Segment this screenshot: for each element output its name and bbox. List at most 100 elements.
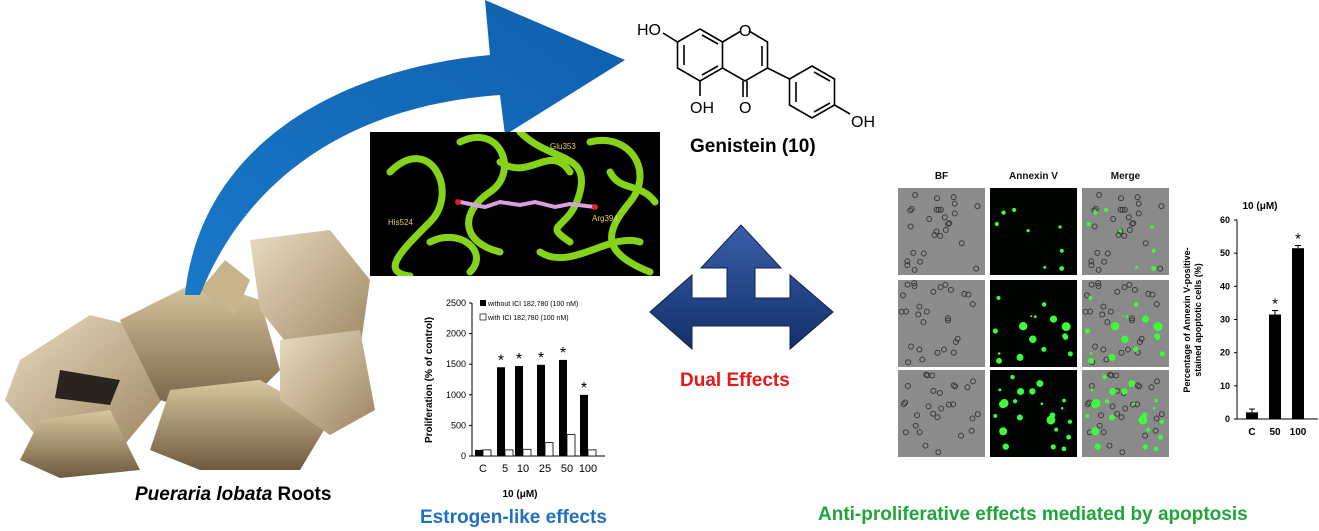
- apoptotic-cell: [1088, 295, 1093, 300]
- apoptotic-cell: [1133, 302, 1139, 307]
- apoptotic-cell: [1061, 322, 1071, 332]
- bar-with-ici: [522, 448, 532, 457]
- cell: [1145, 290, 1152, 297]
- cell: [950, 401, 957, 408]
- chart-title: 10 (μM): [1242, 201, 1277, 212]
- x-tick-label: 100: [1290, 427, 1307, 438]
- cell: [925, 403, 932, 410]
- cell: [934, 414, 941, 421]
- apoptotic-cell: [1150, 225, 1154, 229]
- cell: [907, 207, 914, 214]
- cell: [1136, 338, 1143, 345]
- legend-label-with: with ICI 182,780 (100 nM): [487, 315, 569, 322]
- apoptotic-cell: [1109, 387, 1117, 396]
- apoptotic-cell: [1084, 328, 1090, 334]
- apoptotic-cell: [1159, 351, 1165, 357]
- apoptotic-cell: [1132, 402, 1136, 406]
- cell: [1126, 226, 1133, 233]
- cell: [946, 220, 953, 227]
- cell: [1095, 266, 1102, 273]
- merge-panel: [1082, 370, 1169, 457]
- x-tick-label: 25: [539, 463, 551, 475]
- cell: [919, 356, 926, 363]
- cell: [1142, 240, 1149, 247]
- apoptotic-cell: [1066, 434, 1072, 440]
- y-tick-label: 2000: [446, 329, 466, 339]
- apoptotic-cell: [1029, 388, 1036, 395]
- cell: [1153, 415, 1160, 422]
- cell: [934, 195, 941, 202]
- atom-carbonyl-o: O: [739, 100, 751, 117]
- cell: [907, 223, 914, 230]
- roots-word: Roots: [272, 484, 332, 505]
- cell: [934, 349, 941, 356]
- y-tick-label: 10: [1220, 381, 1230, 391]
- annexin-fluorescence-panel: [990, 280, 1077, 367]
- cell: [902, 429, 909, 436]
- cell: [911, 282, 918, 289]
- significance-star: *: [498, 352, 504, 369]
- cell: [1125, 214, 1132, 221]
- estrogen-caption: Estrogen-like effects: [420, 507, 607, 528]
- cell: [969, 301, 976, 308]
- cell: [1130, 220, 1137, 227]
- apoptotic-cell: [1151, 266, 1157, 271]
- apoptotic-cell: [1049, 315, 1058, 323]
- cell: [1113, 372, 1120, 379]
- cell: [936, 390, 943, 397]
- apoptotic-cell: [1012, 399, 1018, 404]
- cell: [973, 265, 980, 272]
- cell: [904, 281, 911, 288]
- cell: [1099, 311, 1106, 318]
- cell: [899, 292, 906, 299]
- cell: [1096, 192, 1103, 199]
- apoptotic-cell: [1094, 443, 1101, 450]
- cell: [916, 429, 923, 436]
- apoptotic-cell: [1017, 387, 1025, 396]
- cell: [937, 284, 944, 291]
- apoptotic-cell: [1153, 446, 1159, 452]
- bar-with-ici: [504, 449, 514, 457]
- atom-ho-left: HO: [637, 22, 661, 39]
- cell: [1152, 427, 1159, 434]
- apoptotic-cell: [1049, 412, 1056, 419]
- cell: [930, 387, 937, 394]
- cell: [1118, 195, 1125, 202]
- cell: [935, 206, 942, 213]
- cell: [1104, 250, 1111, 257]
- cell: [914, 412, 921, 419]
- cell: [1136, 383, 1143, 390]
- cell: [1121, 232, 1128, 239]
- y-tick-label: 1000: [446, 390, 466, 400]
- apoptotic-cell: [1061, 446, 1067, 452]
- cell: [969, 415, 976, 422]
- apoptotic-cell: [1154, 398, 1158, 403]
- cell: [941, 214, 948, 221]
- cell: [931, 232, 938, 239]
- cell: [1118, 349, 1125, 356]
- curved-arrow: [185, 0, 625, 295]
- apoptotic-cell: [1154, 334, 1161, 340]
- cell: [911, 266, 918, 273]
- apoptotic-cell: [1092, 398, 1101, 408]
- apoptotic-cell: [1054, 427, 1059, 432]
- apoptotic-cell: [1000, 398, 1009, 408]
- cell: [937, 232, 944, 239]
- apoptotic-cell: [1108, 353, 1116, 361]
- bar-without-ici: [475, 449, 483, 456]
- cell: [1100, 346, 1107, 353]
- merge-panel: [1082, 280, 1169, 367]
- cell: [1121, 284, 1128, 291]
- cell: [937, 206, 944, 213]
- apoptotic-cell: [1016, 414, 1023, 421]
- cell: [944, 317, 951, 324]
- apoptotic-cell: [1086, 221, 1091, 227]
- cell: [935, 449, 942, 456]
- apoptotic-cell: [1118, 229, 1122, 233]
- cell: [1107, 308, 1114, 315]
- apoptotic-cell: [1001, 210, 1006, 215]
- legend-swatch-with: [479, 313, 487, 321]
- cell: [1157, 265, 1164, 272]
- apoptotic-cell: [1026, 229, 1030, 233]
